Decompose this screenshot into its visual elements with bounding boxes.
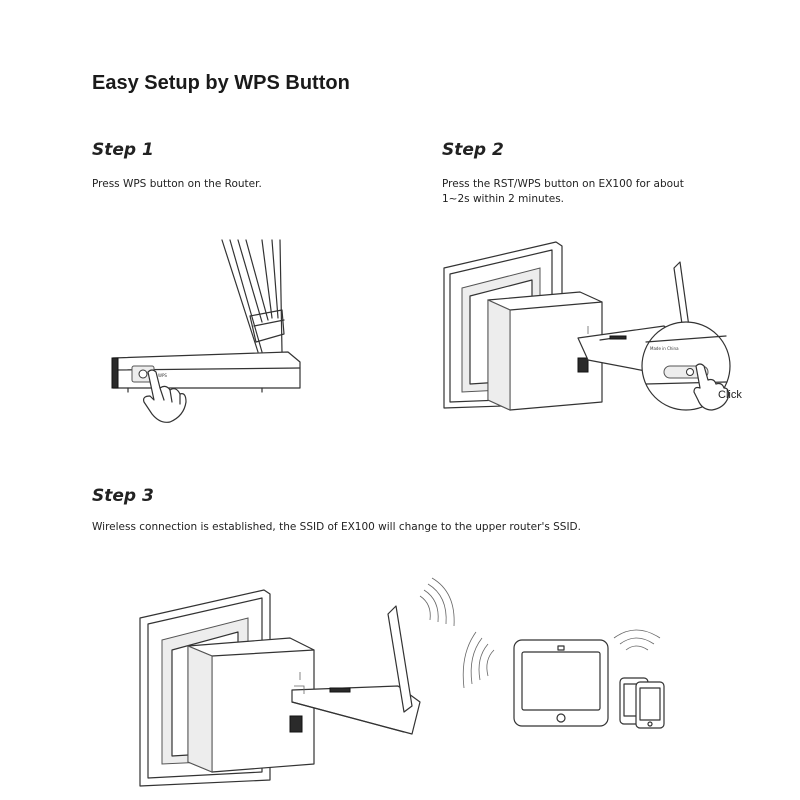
- antenna-icon: [387, 605, 413, 713]
- step-1-text: Press WPS button on the Router.: [92, 178, 262, 190]
- wifi-signal-icon: [613, 629, 661, 651]
- ex100-device: [291, 685, 421, 735]
- page-title: Easy Setup by WPS Button: [92, 72, 350, 94]
- adapter-icon: [187, 637, 315, 773]
- pointing-hand-icon: [143, 369, 187, 423]
- phone-icon: [635, 681, 665, 729]
- router-wps-label: WPS: [158, 373, 167, 378]
- router-icon: WPS: [111, 239, 301, 393]
- step-3-heading: Step 3: [92, 486, 154, 506]
- step-2-text: Press the RST/WPS button on EX100 for ab…: [442, 178, 684, 205]
- pointing-hand-icon: [693, 363, 730, 411]
- step-1-heading: Step 1: [92, 140, 154, 160]
- click-label: Click: [718, 389, 742, 401]
- step-2-heading: Step 2: [442, 140, 504, 160]
- adapter-icon: [487, 291, 603, 411]
- wifi-signal-icon: [419, 577, 455, 627]
- device-made-in-label: Made in China: [650, 346, 679, 351]
- step-3-text: Wireless connection is established, the …: [92, 521, 581, 533]
- tablet-icon: [513, 639, 609, 727]
- wifi-signal-icon: [462, 631, 495, 689]
